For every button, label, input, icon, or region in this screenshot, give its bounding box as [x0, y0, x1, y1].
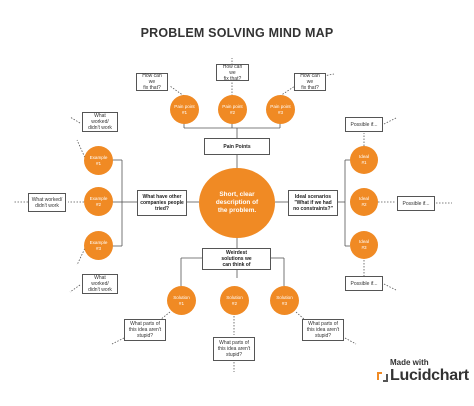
ideal-scenarios-hub: Ideal scenarios "What if we had no const… — [288, 190, 338, 216]
ideal-circle: Ideal #2 — [350, 188, 378, 216]
pain-point-circle: Pain point #1 — [170, 95, 199, 124]
not-stupid-box: What parts of this idea aren't stupid? — [124, 319, 166, 341]
example-circle: Example #3 — [84, 231, 113, 260]
possible-if-box: Possible if... — [345, 117, 383, 132]
pain-point-circle: Pain point #3 — [266, 95, 295, 124]
ideal-circle: Ideal #3 — [350, 231, 378, 259]
diagram-title: PROBLEM SOLVING MIND MAP — [140, 26, 334, 40]
other-companies-hub: What have other companies people tried? — [137, 190, 187, 216]
not-stupid-box: What parts of this idea aren't stupid? — [302, 319, 344, 341]
fix-question-box: How can we fix that? — [294, 73, 326, 91]
worked-note-box: What worked/ didn't work — [82, 274, 118, 294]
ideal-circle: Ideal #1 — [350, 146, 378, 174]
worked-note-box: What worked/ didn't work — [28, 193, 66, 212]
example-circle: Example #1 — [84, 146, 113, 175]
fix-question-box: How can we fix that? — [136, 73, 168, 91]
weirdest-solutions-hub: Weirdest solutions we can think of — [202, 248, 271, 270]
pain-points-hub: Pain Points — [204, 138, 270, 155]
possible-if-box: Possible if... — [345, 276, 383, 291]
example-circle: Example #2 — [84, 187, 113, 216]
made-with-label: Made with — [390, 358, 429, 367]
worked-note-box: What worked/ didn't work — [82, 112, 118, 132]
solution-circle: Solution #3 — [270, 286, 299, 315]
pain-point-circle: Pain point #2 — [218, 95, 247, 124]
solution-circle: Solution #1 — [167, 286, 196, 315]
fix-question-box: How can we fix that? — [216, 64, 249, 82]
not-stupid-box: What parts of this idea aren't stupid? — [213, 337, 255, 361]
lucidchart-logo-icon — [377, 372, 388, 382]
lucidchart-wordmark: Lucidchart — [390, 367, 469, 384]
lucidchart-branding: Made with Lucidchart — [376, 358, 472, 398]
possible-if-box: Possible if... — [397, 196, 435, 211]
solution-circle: Solution #2 — [220, 286, 249, 315]
central-problem-node: Short, clear description of the problem. — [199, 168, 275, 238]
